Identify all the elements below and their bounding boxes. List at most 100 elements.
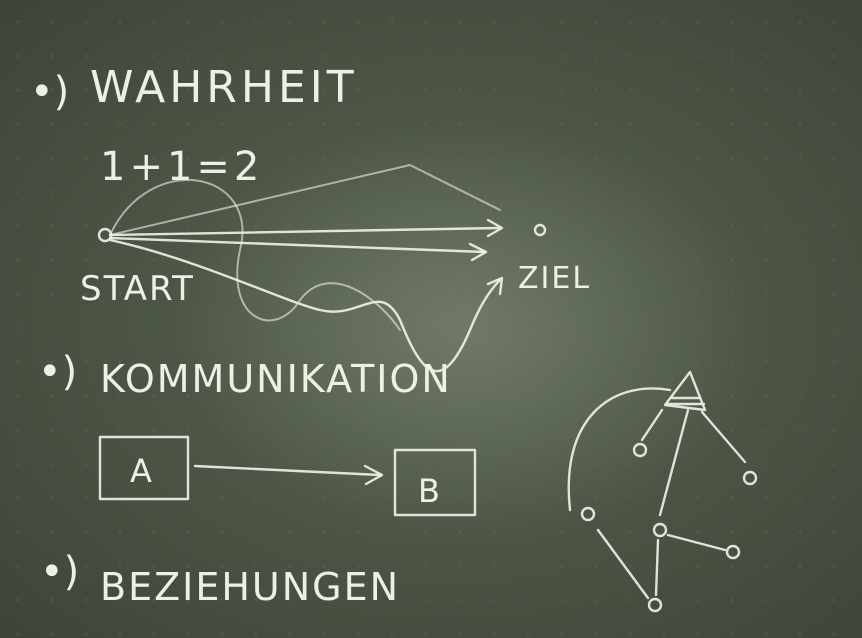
- section-bullet-wahrheit: •): [30, 69, 69, 115]
- board-dot: [50, 20, 54, 24]
- board-dot: [492, 360, 496, 364]
- board-dot: [594, 88, 598, 92]
- board-dot: [526, 258, 530, 262]
- direct-path-arrowhead-icon: [486, 218, 504, 238]
- board-dot: [458, 462, 462, 466]
- center-to-far-right-link: [666, 533, 727, 552]
- board-dot: [220, 292, 224, 296]
- board-dot: [220, 258, 224, 262]
- board-dot: [424, 122, 428, 126]
- board-dot: [696, 598, 700, 602]
- board-dot: [356, 122, 360, 126]
- board-dot: [492, 496, 496, 500]
- section-bullet-kommunikation: •): [38, 349, 77, 395]
- board-dot: [220, 428, 224, 432]
- board-dot: [832, 428, 836, 432]
- lower-path-arrowhead-icon: [468, 242, 488, 262]
- board-dot: [390, 462, 394, 466]
- board-dot: [50, 156, 54, 160]
- board-dot: [322, 224, 326, 228]
- board-dot: [254, 530, 258, 534]
- board-dot: [458, 632, 462, 636]
- board-dot: [16, 156, 20, 160]
- board-dot: [628, 360, 632, 364]
- triangle-hatching: [666, 396, 706, 406]
- board-dot: [390, 224, 394, 228]
- board-dot: [84, 598, 88, 602]
- board-dot: [220, 54, 224, 58]
- board-dot: [16, 190, 20, 194]
- board-dot: [50, 496, 54, 500]
- board-dot: [526, 20, 530, 24]
- board-dot: [390, 20, 394, 24]
- board-dot: [458, 224, 462, 228]
- board-dot: [356, 292, 360, 296]
- board-dot: [288, 20, 292, 24]
- board-dot: [152, 394, 156, 398]
- board-dot: [832, 88, 836, 92]
- board-dot: [390, 156, 394, 160]
- board-dot: [798, 224, 802, 228]
- board-dot: [288, 598, 292, 602]
- board-dot: [662, 394, 666, 398]
- board-dot: [832, 394, 836, 398]
- board-dot: [50, 564, 54, 568]
- board-dot: [764, 122, 768, 126]
- board-dot: [186, 564, 190, 568]
- board-dot: [628, 428, 632, 432]
- board-dot: [628, 156, 632, 160]
- lower-path: [108, 236, 487, 254]
- board-dot: [662, 224, 666, 228]
- board-dot: [458, 496, 462, 500]
- board-dot: [696, 326, 700, 330]
- board-dot: [322, 496, 326, 500]
- board-dot: [526, 632, 530, 636]
- board-dot: [730, 258, 734, 262]
- board-dot: [696, 190, 700, 194]
- board-dot: [288, 564, 292, 568]
- board-dot: [594, 360, 598, 364]
- board-dot: [50, 224, 54, 228]
- board-dot: [492, 258, 496, 262]
- board-dot: [730, 394, 734, 398]
- board-dot: [84, 564, 88, 568]
- board-dot: [730, 632, 734, 636]
- board-dot: [16, 292, 20, 296]
- board-dot: [594, 428, 598, 432]
- center-to-bottom-link: [654, 538, 660, 597]
- board-dot: [288, 360, 292, 364]
- board-dot: [594, 292, 598, 296]
- board-dot: [832, 598, 836, 602]
- board-dot: [458, 292, 462, 296]
- board-dot: [390, 428, 394, 432]
- board-dot: [696, 156, 700, 160]
- board-dot: [254, 360, 258, 364]
- board-dot: [458, 54, 462, 58]
- network-node-lower-left-icon: [580, 506, 596, 522]
- board-dot: [628, 190, 632, 194]
- board-dot: [560, 292, 564, 296]
- board-dot: [390, 394, 394, 398]
- box-a: [98, 435, 190, 501]
- board-dot: [220, 88, 224, 92]
- board-dot: [186, 190, 190, 194]
- board-dot: [492, 122, 496, 126]
- board-dot: [560, 190, 564, 194]
- relationship-network: [567, 370, 758, 613]
- board-dot: [560, 156, 564, 160]
- board-dot: [696, 292, 700, 296]
- board-dot: [186, 156, 190, 160]
- board-dot: [288, 156, 292, 160]
- board-dot: [186, 530, 190, 534]
- board-dot: [186, 428, 190, 432]
- board-dot: [288, 496, 292, 500]
- board-dot: [798, 122, 802, 126]
- board-dot: [798, 190, 802, 194]
- board-dot: [254, 564, 258, 568]
- board-dot: [118, 360, 122, 364]
- board-dot: [492, 292, 496, 296]
- board-dot: [50, 258, 54, 262]
- a-to-b-arrowhead-icon: [363, 464, 384, 486]
- board-dot: [764, 156, 768, 160]
- board-dot: [118, 632, 122, 636]
